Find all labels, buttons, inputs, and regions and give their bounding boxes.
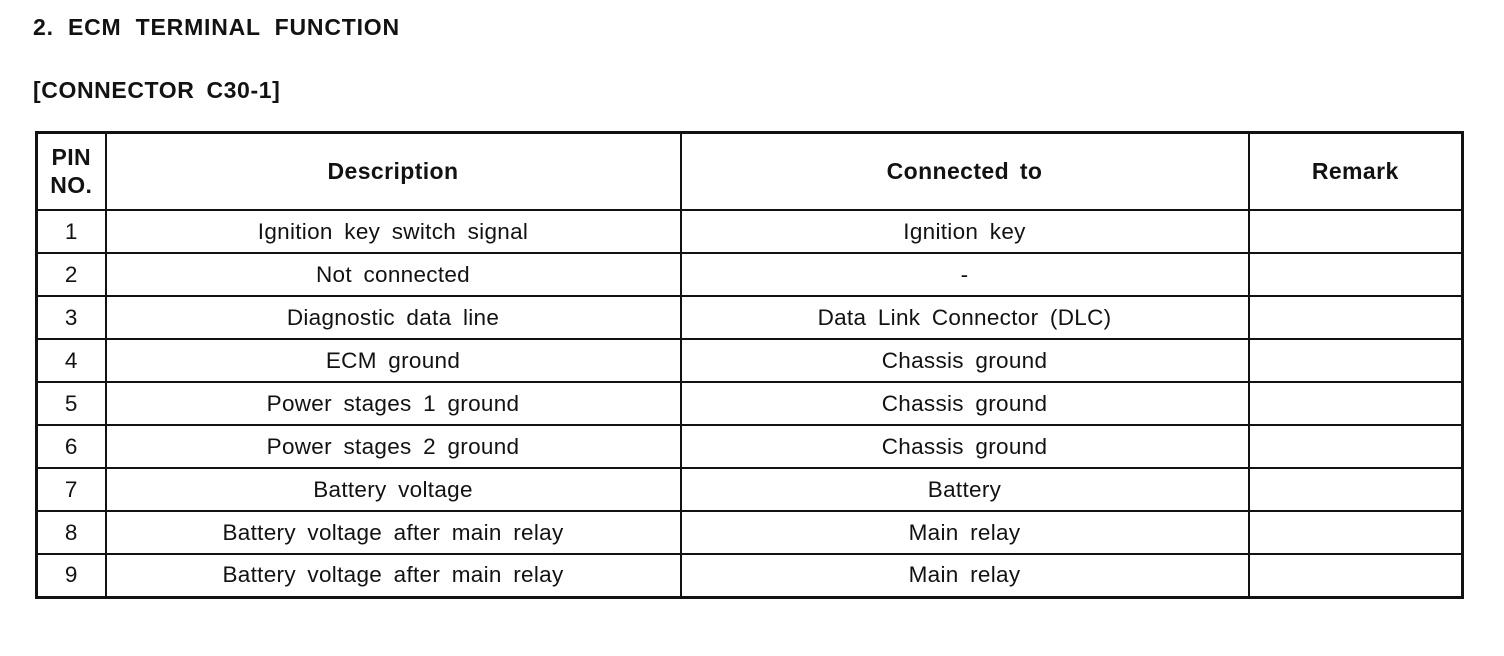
- header-row: PIN NO. Description Connected to Remark: [35, 131, 1464, 212]
- header-pin-no: PIN NO.: [35, 131, 107, 212]
- cell-connected-to: Battery: [679, 467, 1250, 513]
- cell-pin: 3: [35, 295, 107, 341]
- table-row: 3 Diagnostic data line Data Link Connect…: [35, 295, 1464, 341]
- connector-subtitle: [CONNECTOR C30-1]: [33, 77, 281, 104]
- cell-description: Power stages 2 ground: [104, 424, 682, 470]
- header-pin-line2: NO.: [50, 172, 93, 199]
- table-row: 8 Battery voltage after main relay Main …: [35, 510, 1464, 556]
- cell-connected-to: Data Link Connector (DLC): [679, 295, 1250, 341]
- header-description: Description: [104, 131, 682, 212]
- header-pin-line1: PIN: [51, 143, 92, 170]
- table-row: 6 Power stages 2 ground Chassis ground: [35, 424, 1464, 470]
- table-row: 2 Not connected -: [35, 252, 1464, 298]
- cell-pin: 2: [35, 252, 107, 298]
- table-row: 9 Battery voltage after main relay Main …: [35, 553, 1464, 599]
- cell-connected-to: -: [679, 252, 1250, 298]
- cell-pin: 7: [35, 467, 107, 513]
- cell-pin: 9: [35, 553, 107, 599]
- cell-pin: 6: [35, 424, 107, 470]
- cell-remark: [1247, 467, 1464, 513]
- cell-description: Battery voltage: [104, 467, 682, 513]
- header-connected-to: Connected to: [679, 131, 1250, 212]
- cell-remark: [1247, 553, 1464, 599]
- cell-connected-to: Chassis ground: [679, 424, 1250, 470]
- table-row: 4 ECM ground Chassis ground: [35, 338, 1464, 384]
- header-remark: Remark: [1247, 131, 1464, 212]
- table-row: 1 Ignition key switch signal Ignition ke…: [35, 209, 1464, 255]
- document-page: 2. ECM TERMINAL FUNCTION [CONNECTOR C30-…: [33, 14, 1464, 599]
- cell-pin: 5: [35, 381, 107, 427]
- cell-description: Battery voltage after main relay: [104, 510, 682, 556]
- cell-remark: [1247, 381, 1464, 427]
- cell-connected-to: Main relay: [679, 553, 1250, 599]
- cell-connected-to: Main relay: [679, 510, 1250, 556]
- cell-remark: [1247, 295, 1464, 341]
- table-row: 5 Power stages 1 ground Chassis ground: [35, 381, 1464, 427]
- cell-description: Ignition key switch signal: [104, 209, 682, 255]
- cell-connected-to: Chassis ground: [679, 338, 1250, 384]
- ecm-terminal-function-table: PIN NO. Description Connected to Remark …: [35, 130, 1464, 599]
- cell-description: ECM ground: [104, 338, 682, 384]
- cell-remark: [1247, 424, 1464, 470]
- page-title: 2. ECM TERMINAL FUNCTION: [33, 14, 400, 40]
- cell-remark: [1247, 209, 1464, 255]
- cell-description: Not connected: [104, 252, 682, 298]
- cell-description: Diagnostic data line: [104, 295, 682, 341]
- cell-pin: 1: [35, 209, 107, 255]
- table-header: PIN NO. Description Connected to Remark: [35, 131, 1464, 212]
- table-row: 7 Battery voltage Battery: [35, 467, 1464, 513]
- cell-description: Power stages 1 ground: [104, 381, 682, 427]
- cell-pin: 4: [35, 338, 107, 384]
- cell-pin: 8: [35, 510, 107, 556]
- cell-remark: [1247, 510, 1464, 556]
- cell-description: Battery voltage after main relay: [104, 553, 682, 599]
- cell-connected-to: Ignition key: [679, 209, 1250, 255]
- cell-connected-to: Chassis ground: [679, 381, 1250, 427]
- cell-remark: [1247, 252, 1464, 298]
- table-body: 1 Ignition key switch signal Ignition ke…: [35, 209, 1464, 599]
- cell-remark: [1247, 338, 1464, 384]
